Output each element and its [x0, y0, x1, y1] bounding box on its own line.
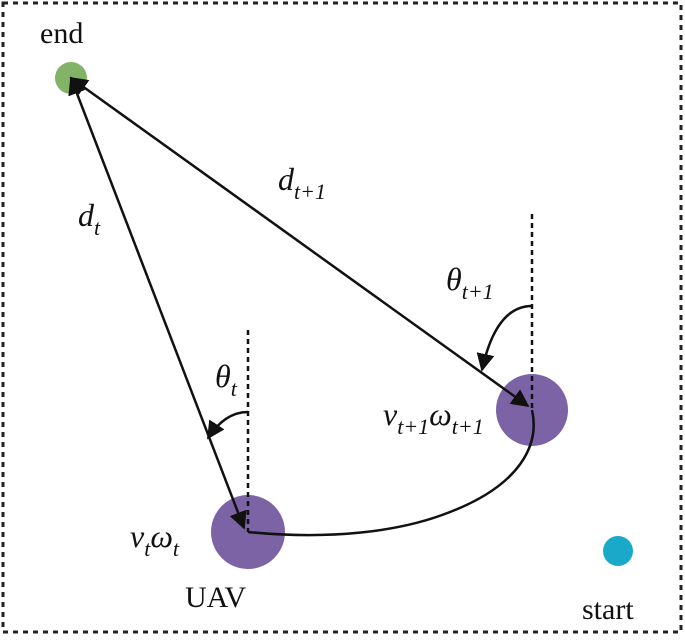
distance-vector-t [68, 76, 247, 530]
uav-label: UAV [185, 581, 246, 614]
angle-label-theta-t: θt [215, 358, 238, 401]
distance-label-t1: dt+1 [278, 161, 326, 204]
angle-label-theta-t1: θt+1 [446, 261, 494, 304]
end-label: end [40, 17, 83, 50]
velocity-label-t1: vt+1ωt+1 [383, 396, 484, 439]
uav-trajectory [247, 409, 535, 537]
distance-vector-t1 [69, 76, 530, 408]
start-point [603, 536, 633, 566]
velocity-label-t: vtωt [130, 518, 180, 561]
start-label: start [582, 593, 634, 626]
distance-label-t: dt [78, 197, 101, 240]
angle-arc-theta-t1 [476, 304, 533, 372]
angle-arc-theta-t [206, 410, 249, 440]
